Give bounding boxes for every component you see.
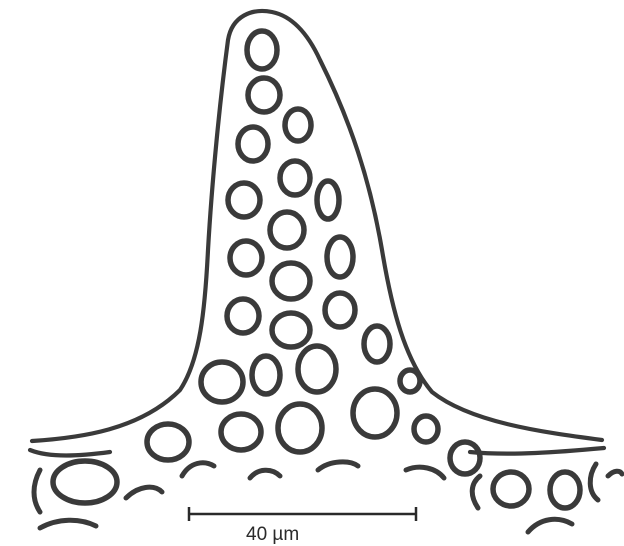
cell [227, 299, 259, 333]
cell-arc [40, 520, 96, 528]
cell-arc [472, 476, 480, 508]
cell-arc [126, 487, 162, 498]
cell-arc [34, 470, 40, 512]
cell [221, 414, 261, 450]
cell [228, 183, 260, 217]
cell [285, 109, 311, 141]
cell [550, 472, 580, 508]
cell [272, 313, 310, 347]
epidermis-line-right [470, 448, 604, 454]
cell [230, 241, 262, 275]
cell [270, 212, 304, 248]
partial-cell-arcs [34, 462, 622, 532]
cell [248, 78, 280, 112]
cell [317, 181, 339, 219]
scale-bar: 40 µm [189, 507, 416, 545]
cell [400, 370, 420, 392]
cell-arc [590, 464, 598, 500]
cell-arc [528, 519, 572, 532]
cell [147, 424, 189, 460]
cell [238, 127, 268, 161]
cell [298, 346, 336, 392]
cell-arc [250, 470, 280, 478]
scale-bar-label: 40 µm [246, 524, 299, 545]
spine-outline [32, 11, 602, 441]
epidermis-line-left [30, 450, 110, 456]
cell [247, 31, 277, 69]
cell [327, 237, 353, 277]
cell [414, 416, 438, 442]
cell [280, 161, 310, 195]
spine-cells [147, 31, 438, 460]
cell [252, 356, 280, 394]
cell [201, 362, 243, 402]
cell [450, 442, 480, 474]
cell [493, 472, 529, 506]
cell [353, 389, 397, 437]
cell [325, 293, 355, 327]
cell-arc [318, 462, 358, 470]
cell-arc [182, 463, 214, 476]
cell-arc [406, 467, 444, 478]
cell-arc [608, 471, 622, 476]
cell [364, 326, 390, 362]
cell [53, 461, 117, 503]
cell [278, 404, 322, 452]
cell [272, 263, 310, 299]
